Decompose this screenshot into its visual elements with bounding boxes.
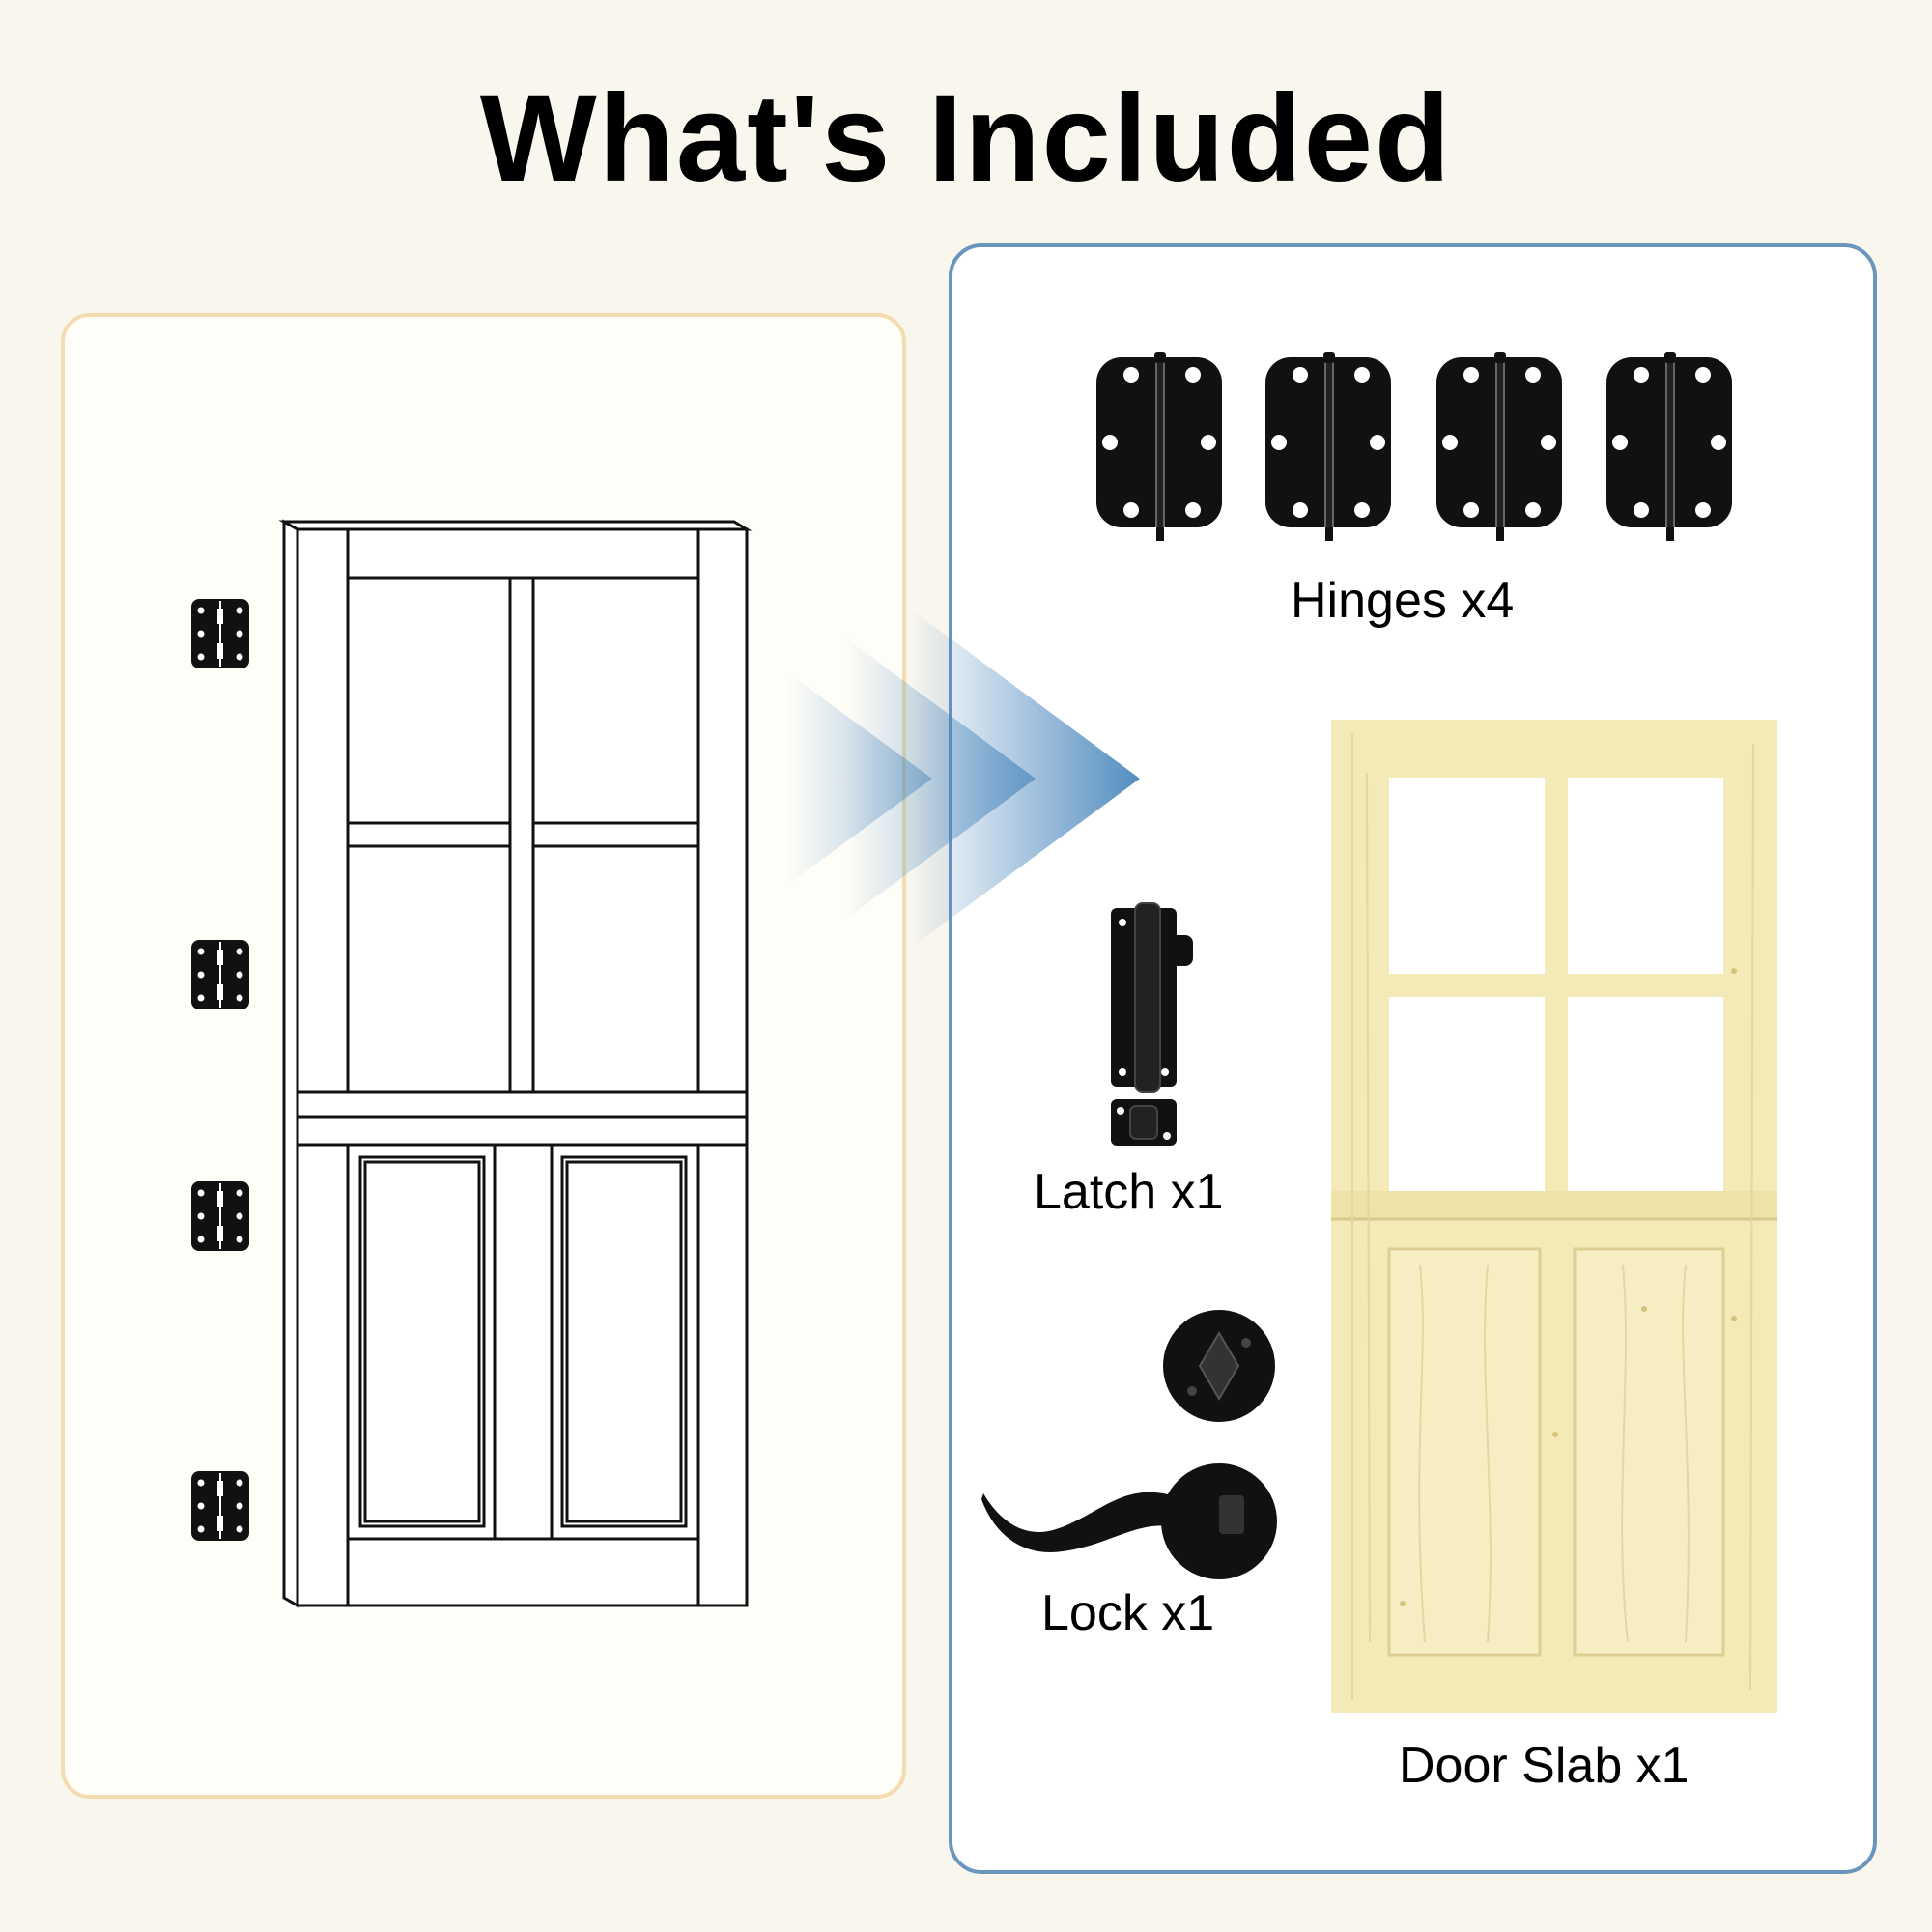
arrow-icon bbox=[787, 609, 1140, 949]
page-title: What's Included bbox=[479, 70, 1453, 208]
hinges-label: Hinges x4 bbox=[1291, 573, 1515, 629]
lock-label: Lock x1 bbox=[1041, 1585, 1215, 1641]
door-slab-label: Door Slab x1 bbox=[1399, 1738, 1690, 1794]
hinge-icon bbox=[1435, 351, 1563, 542]
latch-icon bbox=[1111, 902, 1193, 1146]
hinge-icon bbox=[190, 1470, 250, 1542]
latch-label: Latch x1 bbox=[1034, 1164, 1224, 1220]
lever-handle-icon bbox=[981, 1463, 1277, 1579]
hinge-icon bbox=[1264, 351, 1392, 542]
hinge-icon bbox=[190, 939, 250, 1010]
hinge-icon bbox=[1095, 351, 1223, 542]
hinge-icon bbox=[1605, 351, 1733, 542]
wooden-door-icon bbox=[1331, 720, 1777, 1713]
hinge-icon bbox=[190, 598, 250, 669]
door-line-drawing bbox=[278, 519, 753, 1608]
deadbolt-icon bbox=[1163, 1310, 1275, 1422]
hinge-icon bbox=[190, 1180, 250, 1252]
